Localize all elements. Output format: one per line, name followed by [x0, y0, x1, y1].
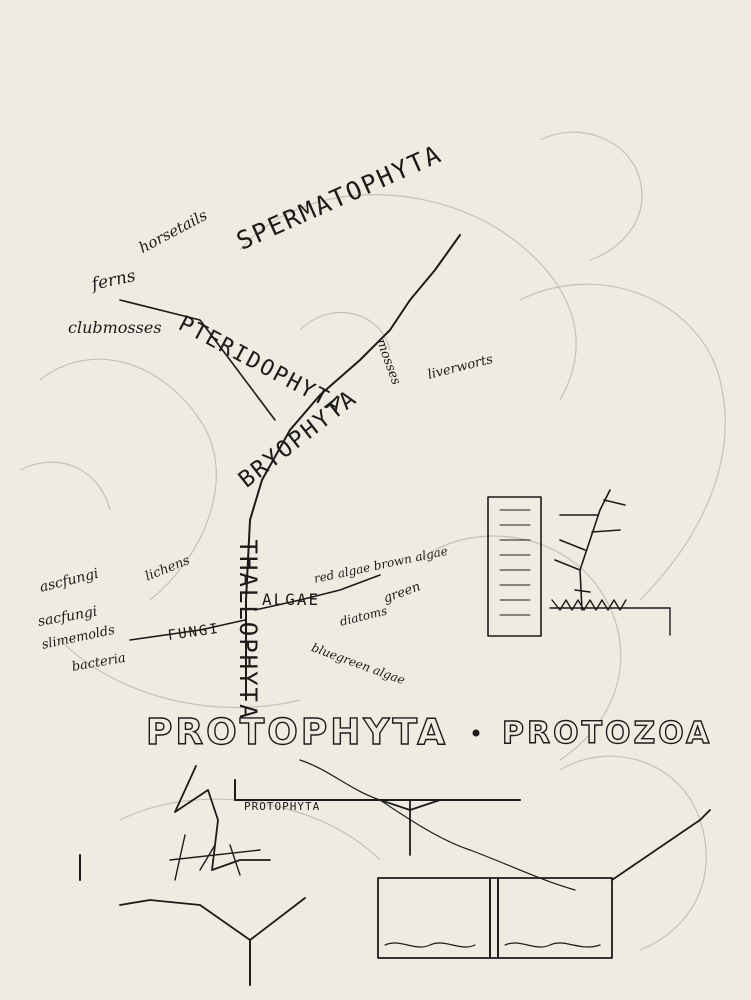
- plant-tree: [554, 489, 626, 611]
- zigzag-trunk: [174, 765, 271, 871]
- label-protophyta-small: PROTOPHYTA: [244, 800, 321, 813]
- label-protophyta: PROTOPHYTA: [145, 711, 449, 753]
- plant-ground: [549, 599, 671, 636]
- wavy-line: [299, 759, 576, 891]
- tank-box: [377, 877, 613, 959]
- fern-branch: [119, 299, 276, 421]
- fungi-branch: [129, 619, 246, 641]
- note-clubmosses: clubmosses: [68, 318, 162, 337]
- algae-branch: [254, 574, 381, 611]
- plant-box: [487, 496, 542, 637]
- label-protozoa: PROTOZOA: [501, 715, 713, 751]
- dot-separator: [472, 729, 480, 737]
- label-algae: ALGAE: [262, 590, 321, 609]
- central-trunk: [245, 234, 461, 701]
